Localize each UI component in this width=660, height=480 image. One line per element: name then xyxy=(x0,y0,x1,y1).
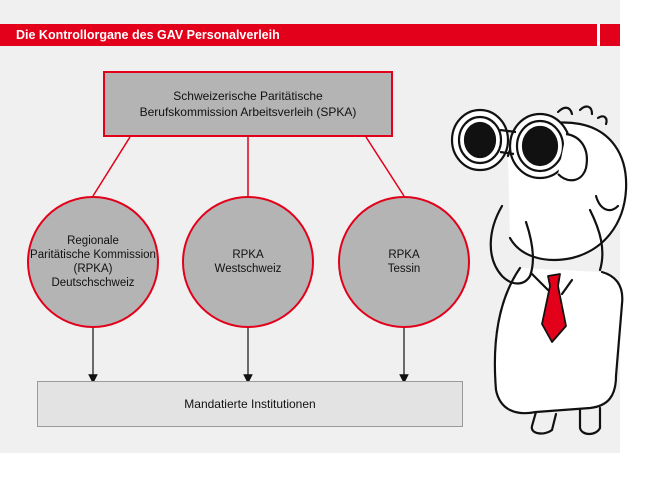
person-with-binoculars-icon xyxy=(450,105,628,436)
node-rpka-tessin-line-1: RPKA xyxy=(388,249,420,261)
node-rpka-westschweiz-line-2: Westschweiz xyxy=(214,263,282,275)
node-rpka-deutschschweiz-line-2: Paritätische Kommission xyxy=(30,249,156,261)
node-spka-line-1: Schweizerische Paritätische xyxy=(173,89,323,103)
connector-spka-to-tessin xyxy=(365,136,405,197)
node-rpka-deutschschweiz-line-1: Regionale xyxy=(67,235,119,247)
node-spka-line-2: Berufskommission Arbeitsverleih (SPKA) xyxy=(139,105,357,119)
node-rpka-tessin: RPKA Tessin xyxy=(338,196,470,328)
node-rpka-tessin-line-2: Tessin xyxy=(387,263,421,275)
header-bar xyxy=(0,24,620,46)
node-mandatierte-institutionen: Mandatierte Institutionen xyxy=(37,381,463,427)
node-rpka-deutschschweiz-line-4: Deutschschweiz xyxy=(51,277,135,289)
header-divider xyxy=(597,24,600,46)
node-spka: Schweizerische Paritätische Berufskommis… xyxy=(103,71,393,137)
connector-spka-to-deutschschweiz xyxy=(92,136,131,197)
node-rpka-westschweiz-line-1: RPKA xyxy=(232,249,264,261)
node-rpka-deutschschweiz-line-3: (RPKA) xyxy=(73,263,113,275)
node-mandatierte-institutionen-label: Mandatierte Institutionen xyxy=(184,397,316,411)
node-rpka-westschweiz: RPKA Westschweiz xyxy=(182,196,314,328)
page-title: Die Kontrollorgane des GAV Personalverle… xyxy=(16,28,280,42)
node-rpka-deutschschweiz: Regionale Paritätische Kommission (RPKA)… xyxy=(27,196,159,328)
